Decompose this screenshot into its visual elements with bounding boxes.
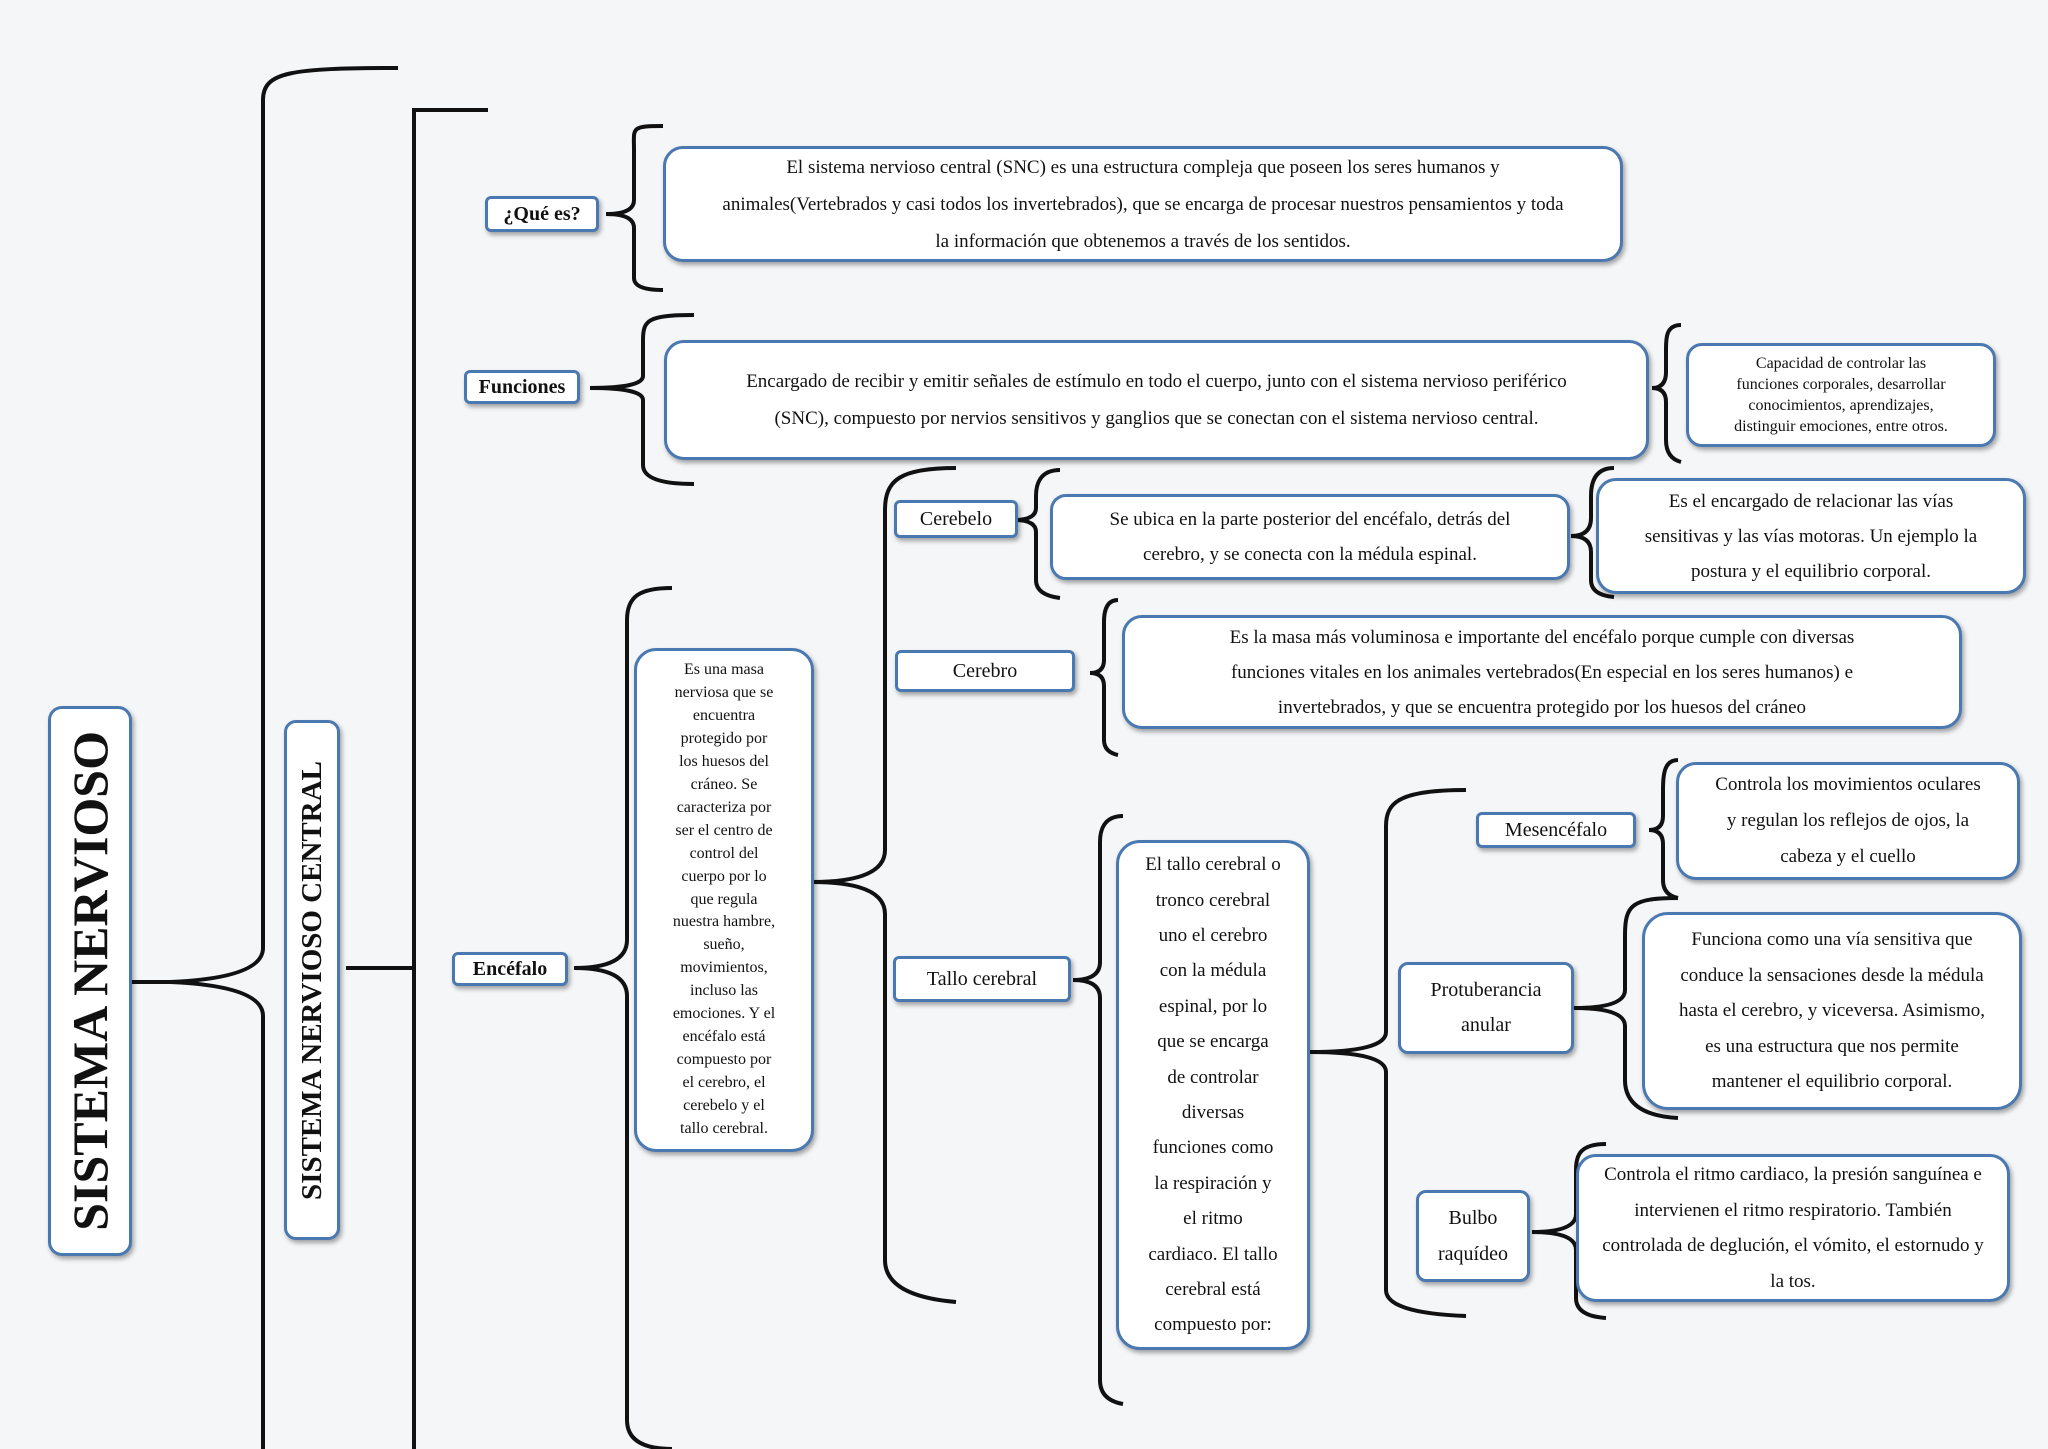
cerebelo-text: Se ubica en la parte posterior del encéf… — [1050, 494, 1570, 580]
funciones-text: Encargado de recibir y emitir señales de… — [664, 340, 1649, 460]
title: SISTEMA NERVIOSO — [62, 731, 118, 1231]
bracket-mesencefalo — [1648, 758, 1679, 900]
bracket-que-es — [605, 124, 664, 292]
bracket-cerebelo-detail — [1570, 466, 1615, 599]
bracket-tallo-parts — [1309, 788, 1467, 1318]
bracket-snc — [346, 108, 488, 1449]
bracket-sistema-nervioso — [128, 66, 399, 1449]
funciones-detail: Capacidad de controlar las funciones cor… — [1686, 343, 1996, 447]
cerebro-label: Cerebro — [895, 650, 1075, 692]
bracket-tallo — [1072, 814, 1124, 1406]
bracket-funciones — [589, 313, 695, 486]
bulbo-label: Bulbo raquídeo — [1416, 1190, 1530, 1282]
title-box: SISTEMA NERVIOSO — [48, 706, 132, 1256]
protuberancia-label: Protuberancia anular — [1398, 962, 1574, 1054]
bracket-protuberancia — [1573, 896, 1679, 1120]
cerebelo-detail: Es el encargado de relacionar las vías s… — [1596, 478, 2026, 594]
bracket-encefalo — [573, 586, 673, 1449]
bracket-encefalo-parts — [811, 466, 957, 1304]
que-es-text: El sistema nervioso central (SNC) es una… — [663, 146, 1623, 262]
bracket-funciones-detail — [1651, 323, 1682, 464]
encefalo-text: Es una masa nerviosa que se encuentra pr… — [634, 648, 814, 1152]
bulbo-text: Controla el ritmo cardiaco, la presión s… — [1576, 1154, 2010, 1302]
que-es-label: ¿Qué es? — [485, 196, 599, 232]
mesencefalo-text: Controla los movimientos oculares y regu… — [1676, 762, 2020, 880]
bracket-bulbo — [1531, 1142, 1607, 1320]
funciones-label: Funciones — [464, 370, 580, 404]
mesencefalo-label: Mesencéfalo — [1476, 812, 1636, 848]
protuberancia-text: Funciona como una vía sensitiva que cond… — [1642, 912, 2022, 1110]
bracket-cerebro — [1089, 598, 1119, 757]
cerebro-text: Es la masa más voluminosa e importante d… — [1122, 615, 1962, 729]
tallo-text: El tallo cerebral o tronco cerebral uno … — [1116, 840, 1310, 1350]
encefalo-label: Encéfalo — [452, 952, 568, 986]
tallo-label: Tallo cerebral — [893, 956, 1071, 1002]
subtitle: SISTEMA NERVIOSO CENTRAL — [295, 760, 328, 1200]
cerebelo-label: Cerebelo — [894, 500, 1018, 538]
subtitle-box: SISTEMA NERVIOSO CENTRAL — [284, 720, 340, 1240]
